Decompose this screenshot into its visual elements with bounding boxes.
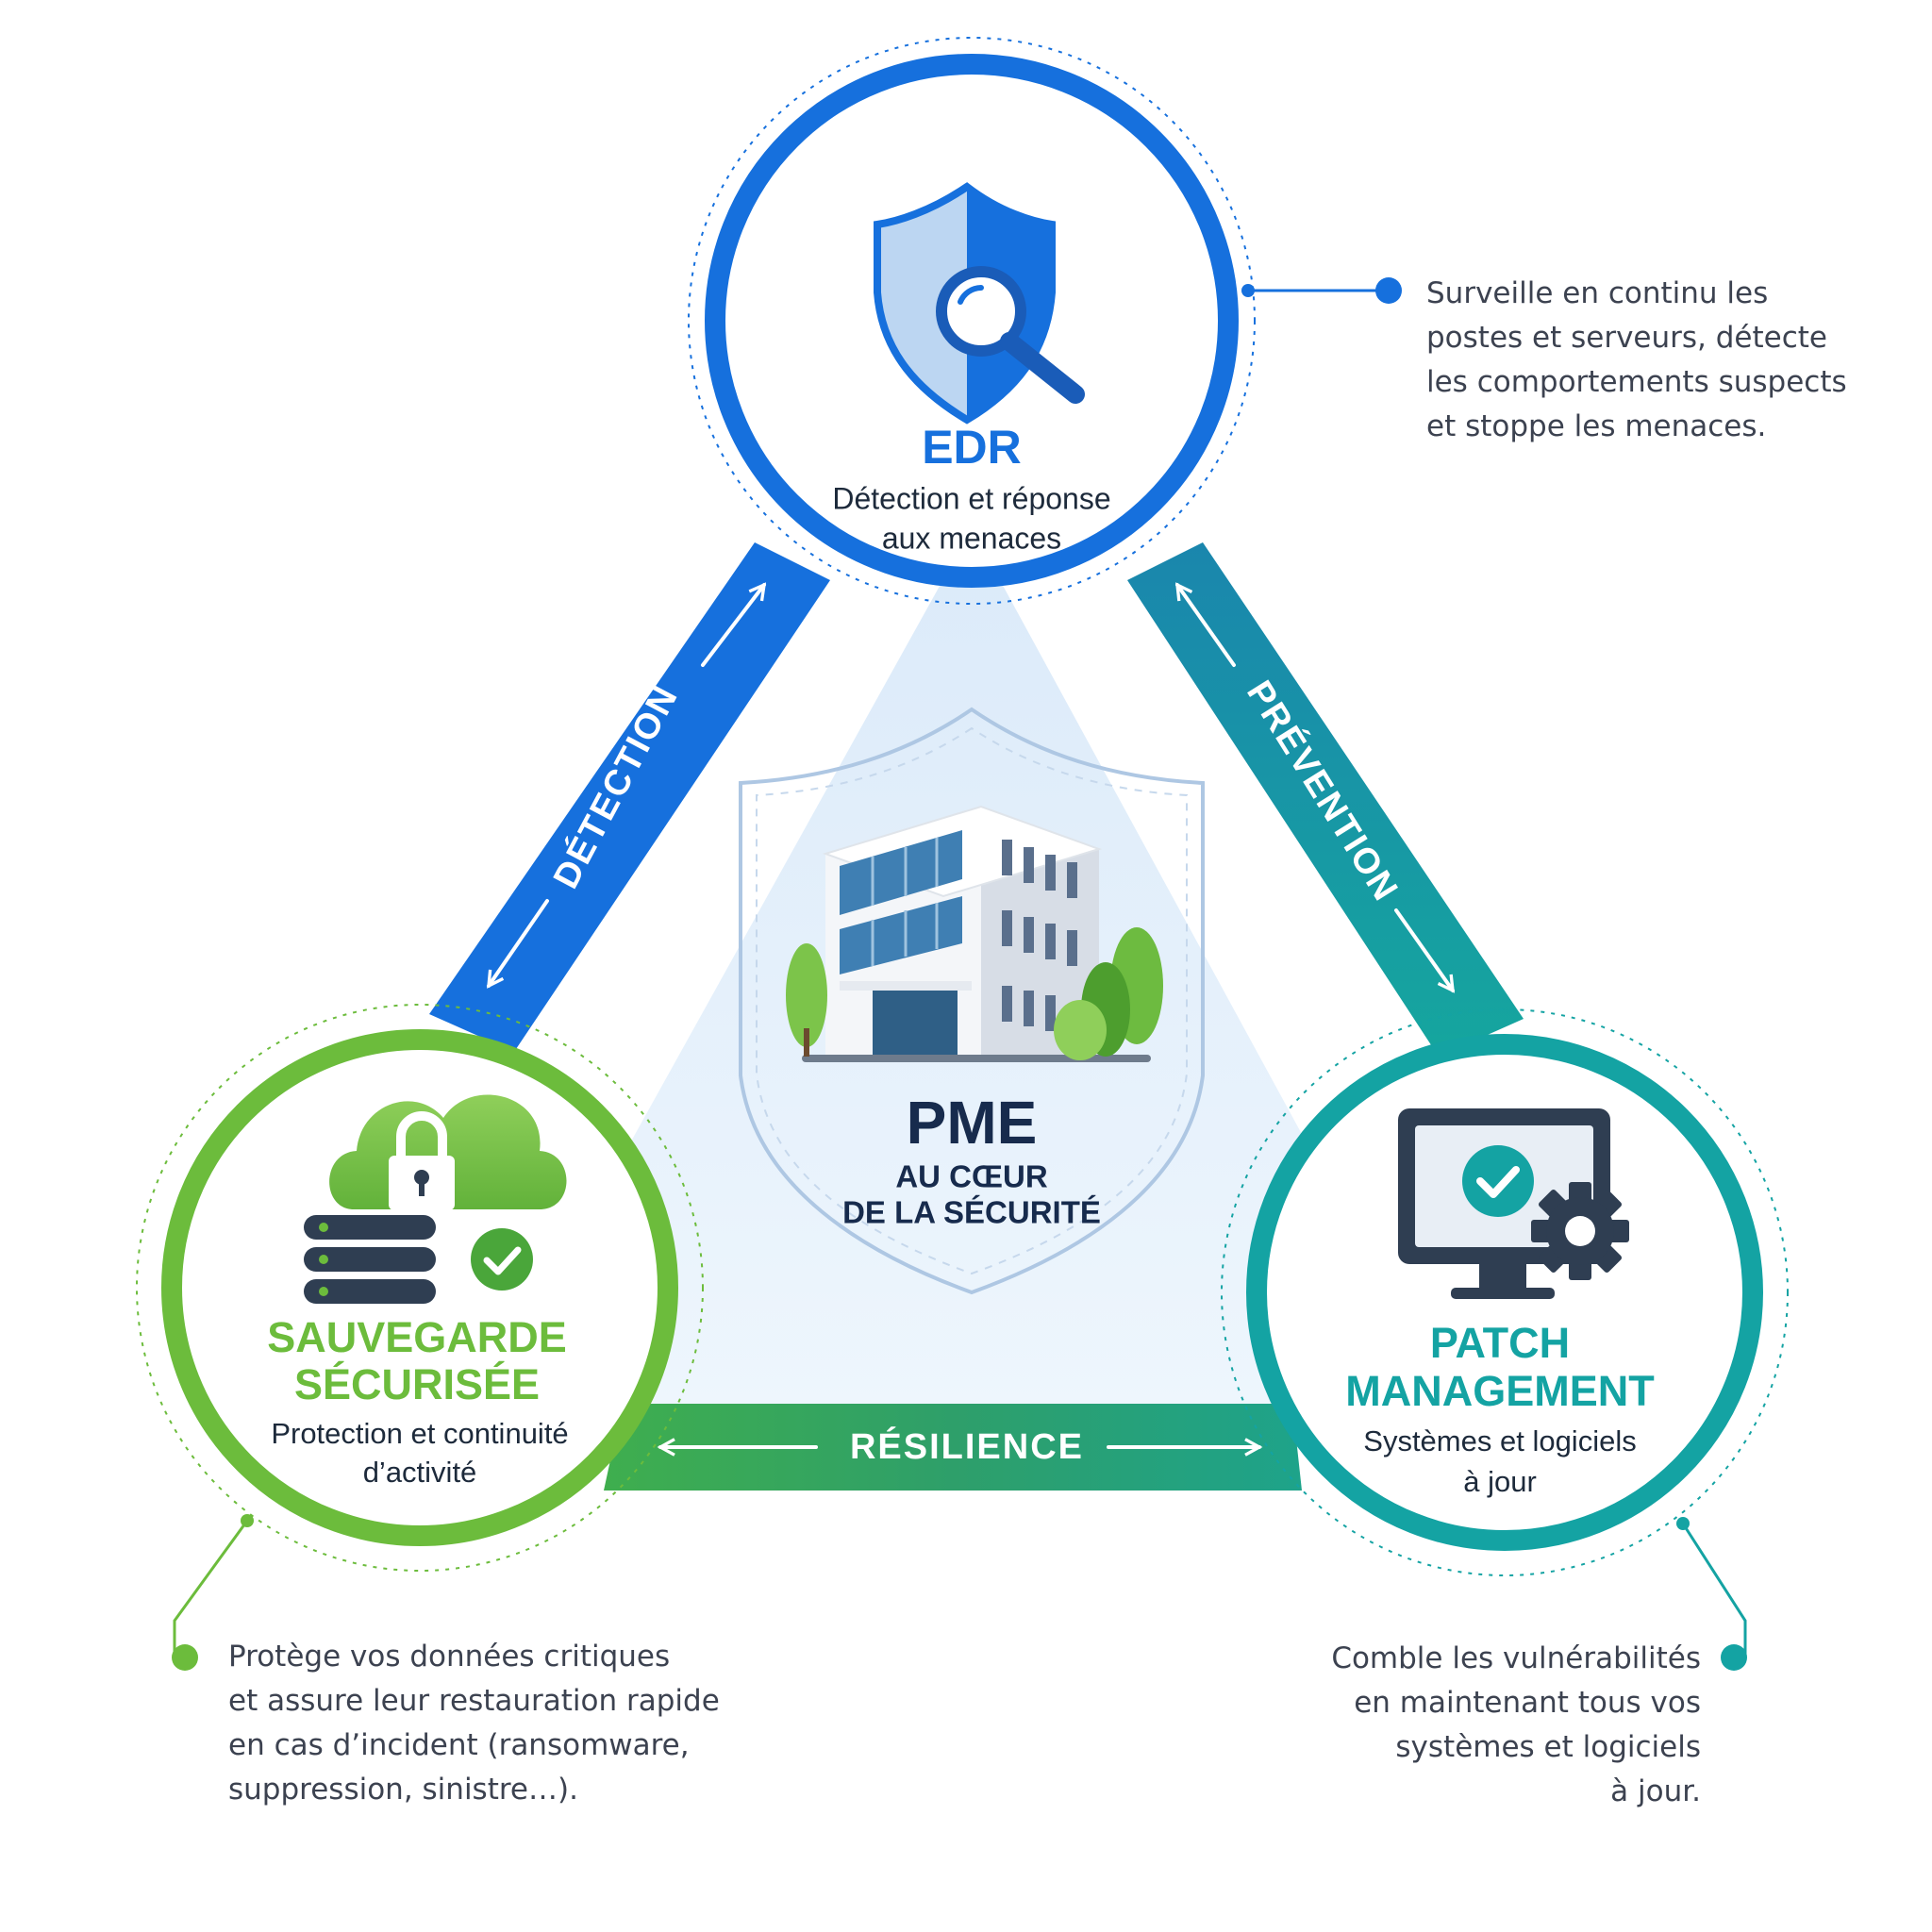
backup-subtitle-line-2: d’activité [363,1456,477,1489]
center-subtitle-line-2: DE LA SÉCURITÉ [842,1195,1101,1230]
patch-title-line-1: PATCH [1430,1319,1570,1367]
backup-subtitle-line-1: Protection et continuité [271,1417,568,1450]
edr-description-line-4: et stoppe les menaces. [1426,409,1767,443]
backup-description-line-3: en cas d’incident (ransomware, [228,1728,690,1762]
patch-description-line-3: systèmes et logiciels [1395,1730,1701,1764]
edr-subtitle-line-2: aux menaces [882,521,1061,555]
patch-description: Comble les vulnérabilités en maintenant … [1331,1637,1701,1814]
patch-connector-end-dot [1721,1644,1747,1671]
monitor-check-gear-icon [1398,1108,1629,1299]
backup-title-line-2: SÉCURISÉE [294,1360,540,1408]
center-shield-outline [739,707,1205,1295]
edr-connector-start-dot [1241,284,1255,297]
edr-subtitle-line-1: Détection et réponse [832,481,1110,515]
patch-subtitle-line-1: Systèmes et logiciels [1363,1424,1636,1457]
edr-title: EDR [922,421,1022,474]
patch-subtitle-line-2: à jour [1463,1465,1537,1498]
edr-description-line-3: les comportements suspects [1426,365,1847,399]
edr-description: Surveille en continu les postes et serve… [1426,272,1847,449]
patch-description-line-2: en maintenant tous vos [1354,1686,1701,1720]
backup-description-line-4: suppression, sinistre…). [228,1773,578,1807]
backup-description-line-1: Protège vos données critiques [228,1640,671,1674]
center-subtitle-line-1: AU CŒUR [895,1159,1047,1194]
prevention-link-band [1127,542,1524,1057]
shield-search-icon [874,182,1085,425]
resilience-link-band [604,1404,1302,1491]
center-title: PME [907,1089,1038,1157]
edr-description-line-1: Surveille en continu les [1426,276,1769,310]
backup-connector-end-dot [172,1644,198,1671]
patch-title-line-2: MANAGEMENT [1345,1367,1654,1415]
edr-description-line-2: postes et serveurs, détecte [1426,321,1827,355]
center-shield-inner-outline [756,726,1188,1275]
backup-description-line-2: et assure leur restauration rapide [228,1684,720,1718]
backup-title-line-1: SAUVEGARDE [267,1313,567,1361]
prevention-arrows [1175,585,1455,991]
office-building-icon [786,805,1163,1062]
patch-outer-dashed-ring [1221,1008,1789,1576]
backup-connector-start-dot [241,1514,254,1527]
patch-description-line-1: Comble les vulnérabilités [1331,1641,1701,1675]
edr-connector-end-dot [1375,277,1402,304]
resilience-label: RÉSILIENCE [850,1425,1084,1467]
patch-connector-start-dot [1676,1517,1690,1530]
backup-outer-dashed-ring [136,1004,704,1572]
detection-arrows [487,585,764,986]
backup-description: Protège vos données critiques et assure … [228,1635,720,1812]
cloud-lock-server-icon [304,1094,567,1304]
patch-description-line-4: à jour. [1610,1774,1701,1808]
edr-outer-dashed-ring [688,37,1256,605]
